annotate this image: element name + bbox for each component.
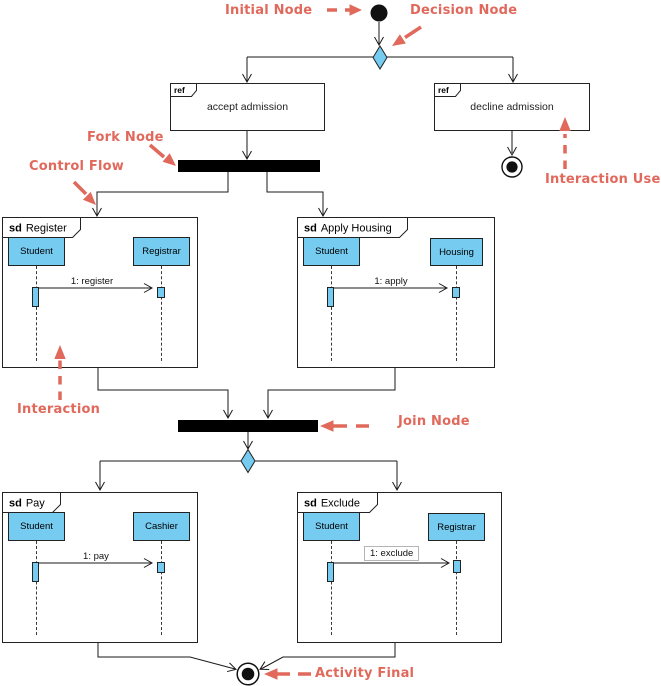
lifeline — [456, 541, 457, 635]
lifeline — [331, 266, 332, 361]
activation-bar — [157, 562, 165, 573]
lifeline-head-student: Student — [8, 512, 65, 541]
message-label-apply: 1: apply — [374, 276, 408, 287]
ref-frame-decline-admission: decline admission — [434, 83, 590, 131]
initial-node-arrowhead-icon — [349, 4, 362, 16]
label-fork-node: Fork Node — [87, 130, 164, 145]
lifeline-head-student: Student — [303, 512, 360, 541]
initial-node — [370, 4, 388, 22]
lifeline — [161, 266, 162, 361]
fork-node-bar — [178, 160, 320, 172]
label-control-flow: Control Flow — [29, 159, 124, 174]
lifeline — [331, 541, 332, 635]
merge-node — [240, 448, 256, 474]
control-flow-arrow — [72, 180, 88, 196]
label-join-node: Join Node — [398, 414, 470, 429]
fork-node-arrow — [148, 143, 166, 159]
message-label-register: 1: register — [70, 276, 114, 287]
activation-bar — [453, 560, 461, 573]
decision-node — [372, 45, 388, 70]
activity-final-node-bottom — [236, 662, 260, 686]
activity-final-node-top — [501, 156, 523, 178]
activation-bar — [157, 287, 165, 298]
message-label-pay: 1: pay — [83, 551, 109, 562]
activation-bar — [327, 287, 334, 307]
message-label-exclude: 1: exclude — [364, 546, 420, 561]
label-activity-final: Activity Final — [315, 666, 415, 681]
ref-frame-accept-admission: accept admission — [170, 83, 325, 131]
activation-bar — [32, 287, 39, 307]
lifeline-head-cashier: Cashier — [133, 512, 190, 541]
lifeline — [36, 266, 37, 361]
ref-frame-name: decline admission — [470, 101, 554, 113]
lifeline — [456, 266, 457, 361]
ref-frame-name: accept admission — [206, 101, 289, 113]
fork-node-arrowhead-icon — [162, 153, 176, 166]
lifeline-head-student: Student — [8, 237, 65, 266]
lifeline-head-registrar: Registrar — [133, 237, 190, 266]
lifeline — [36, 541, 37, 635]
activation-bar — [452, 287, 460, 298]
join-node-arrowhead-icon — [320, 420, 334, 432]
join-node-bar — [178, 420, 318, 432]
activation-bar — [32, 562, 39, 582]
decision-node-arrowhead-icon — [392, 34, 406, 46]
activity-final-arrowhead-icon — [264, 668, 278, 680]
label-initial-node: Initial Node — [225, 3, 313, 18]
label-interaction-use: Interaction Use — [545, 172, 661, 187]
label-decision-node: Decision Node — [410, 3, 518, 18]
lifeline — [161, 541, 162, 635]
control-flow-arrowhead-icon — [82, 191, 96, 205]
lifeline-head-registrar: Registrar — [428, 513, 485, 541]
activation-bar — [327, 562, 334, 582]
lifeline-head-housing: Housing — [430, 238, 483, 266]
label-interaction: Interaction — [17, 402, 101, 417]
lifeline-head-student: Student — [303, 237, 360, 266]
decision-node-arrow — [404, 25, 422, 39]
